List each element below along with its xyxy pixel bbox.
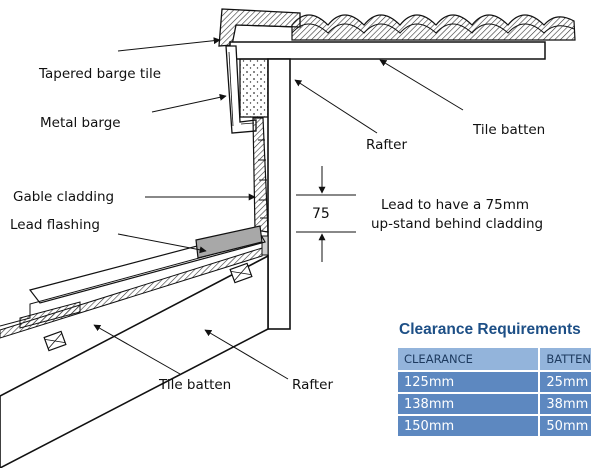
table-row: 138mm 38mm [398,393,593,416]
table-row: 125mm 25mm [398,371,593,394]
cell-batten: 50mm [539,415,593,438]
cell-clearance: 125mm [398,371,541,394]
label-rafter-bottom: Rafter [292,377,334,393]
sloped-roof [0,225,269,468]
label-lead-flashing: Lead flashing [10,217,100,233]
clearance-table-title: Clearance Requirements [399,321,581,338]
cell-batten: 38mm [539,393,593,416]
gable-cladding [252,117,269,233]
header-batten: BATTEN [539,348,593,372]
top-tile-batten [229,41,546,60]
label-gable-cladding: Gable cladding [13,189,115,205]
label-tapered-barge-tile: Tapered barge tile [39,66,162,82]
leader-lines [93,37,464,380]
vertical-rafter [267,58,291,330]
top-roof-tiles [291,14,576,41]
dimension-75-label: 75 [312,206,330,222]
barge-board [239,58,269,118]
label-rafter-top: Rafter [366,137,408,153]
tapered-barge-tile [218,8,301,47]
table-header-row: CLEARANCE BATTEN [398,348,593,372]
label-tile-batten-top: Tile batten [473,122,546,138]
dimension-marker [296,166,356,262]
label-lead-note-line2: up-stand behind cladding [371,216,544,232]
cell-clearance: 138mm [398,393,541,416]
header-clearance: CLEARANCE [398,348,541,372]
cell-batten: 25mm [539,371,593,394]
cell-clearance: 150mm [398,415,541,438]
label-metal-barge: Metal barge [40,115,121,131]
label-lead-note-line1: Lead to have a 75mm [381,197,530,213]
table-row: 150mm 50mm [398,415,593,438]
clearance-table: CLEARANCE BATTEN 125mm 25mm 138mm 38mm 1… [398,348,593,438]
label-tile-batten-bottom: Tile batten [159,377,232,393]
